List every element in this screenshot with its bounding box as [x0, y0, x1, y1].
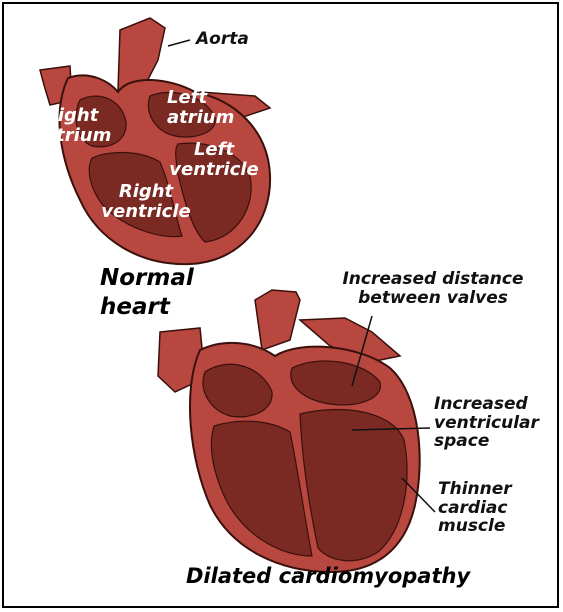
dilated-cardiomyopathy-title: Dilated cardiomyopathy [186, 565, 526, 588]
dilated-heart-drawing [158, 290, 435, 572]
dilated-heart-aorta [255, 290, 300, 350]
left-ventricle-label: Left ventricle [164, 140, 264, 180]
aorta-leader-line [168, 40, 190, 46]
ventricular-space-annotation: Increased ventricular space [434, 395, 554, 451]
thinner-muscle-annotation: Thinner cardiac muscle [438, 480, 548, 536]
aorta-label: Aorta [196, 30, 249, 49]
normal-heart-title: Normal heart [100, 264, 210, 322]
right-ventricle-label: Right ventricle [94, 182, 198, 222]
right-atrium-label: Right atrium [44, 106, 124, 146]
valve-distance-annotation: Increased distance between valves [328, 270, 538, 307]
left-atrium-label: Left atrium [167, 88, 247, 128]
